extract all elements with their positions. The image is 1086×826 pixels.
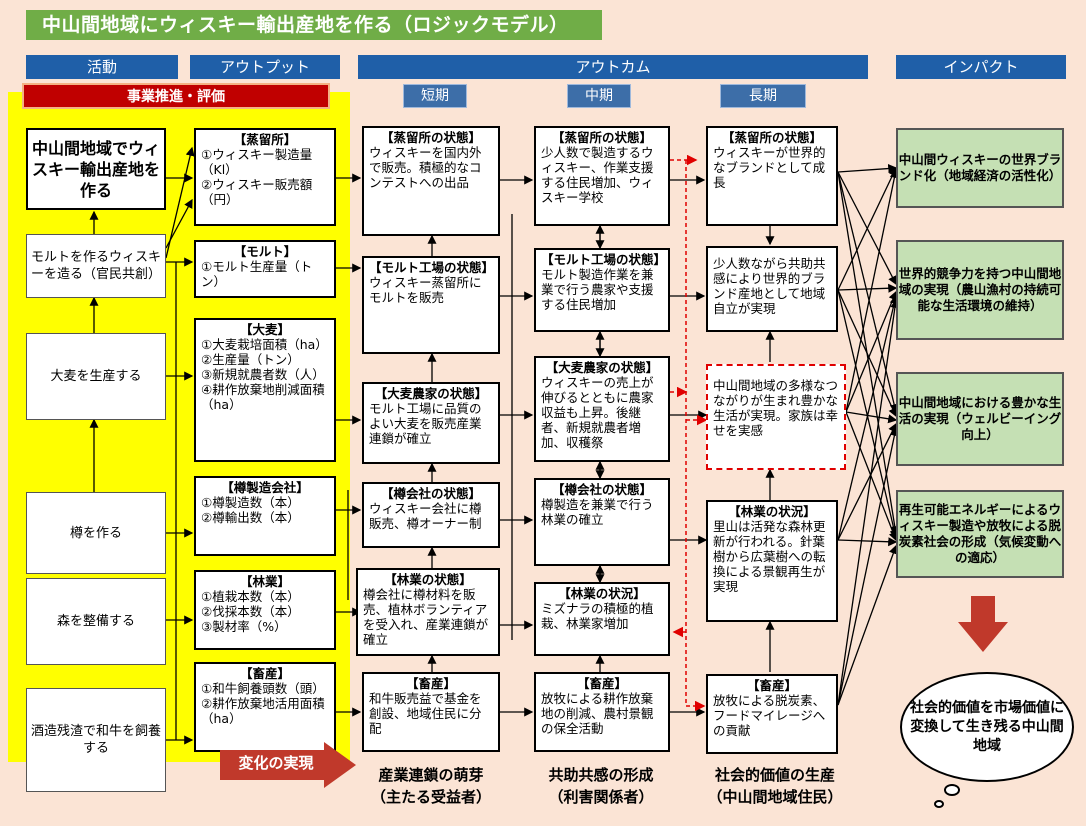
box-title: 【モルト工場の状態】 [541,252,667,267]
box-body: 放牧による耕作放棄地の削減、農村景観の保全活動 [541,691,654,736]
long-livestock: 【畜産】 放牧による脱炭素、フードマイレージへの貢献 [706,674,838,754]
output-body: ①モルト生産量（トン） [201,259,313,289]
box-title: 【樽会社の状態】 [551,482,652,497]
short-distillery: 【蒸留所の状態】 ウィスキーを国内外で販売。積極的なコンテストへの出品 [362,126,500,236]
mid-forestry: 【林業の状況】 ミズナラの積極的植栽、林業家増加 [534,582,670,656]
mid-barley-farmer: 【大麦農家の状態】 ウィスキーの売上が伸びるとともに農家収益も上昇。後継者、新規… [534,356,670,462]
promotion-banner: 事業推進・評価 [22,83,330,109]
header-outcome: アウトカム [358,55,868,79]
box-title: 【大麦農家の状態】 [374,386,488,401]
box-body: 樽会社に樽材料を販売、植林ボランティアを受入れ、産業連鎖が確立 [363,587,489,647]
output-forestry: 【林業】 ①植栽本数（本） ②伐採本数（本） ③製材率（%） [194,570,336,650]
box-body: ウィスキー蒸留所にモルトを販売 [369,275,482,305]
box-body: 樽製造を兼業で行う林業の確立 [541,497,654,527]
footer-short: 産業連鎖の萌芽 （主たる受益者） [370,766,491,806]
box-body: 中山間地域の多様なつながりが生まれ豊かな生活が実現。家族は幸せを実感 [713,378,839,438]
down-arrow-icon [958,596,1008,652]
output-title: 【モルト】 [233,244,297,259]
output-barrel: 【樽製造会社】 ①樽製造数（本） ②樽輸出数（本） [194,476,336,556]
mid-malt-factory: 【モルト工場の状態】 モルト製造作業を兼業で行う農家や支援する住民増加 [534,248,670,332]
box-title: 【林業の状況】 [728,504,816,519]
short-barrel-company: 【樽会社の状態】 ウィスキー会社に樽販売、樽オーナー制 [362,482,500,548]
box-title: 【畜産】 [746,678,797,693]
box-title: 【樽会社の状態】 [380,486,481,501]
subheader-short: 短期 [403,84,467,108]
header-activity: 活動 [26,55,178,79]
cloud-conclusion: 社会的価値を市場価値に変換して生き残る中山間地域 [900,672,1074,782]
output-body: ①植栽本数（本） ②伐採本数（本） ③製材率（%） [201,589,300,634]
output-title: 【蒸留所】 [233,132,297,147]
output-body: ①樽製造数（本） ②樽輸出数（本） [201,495,300,525]
box-body: ウィスキーの売上が伸びるとともに農家収益も上昇。後継者、新規就農者増加、収穫祭 [541,375,654,450]
output-body: ①大麦栽培面積（ha） ②生産量（トン） ③新規就農者数（人） ④耕作放棄地削減… [201,337,328,412]
change-arrow-icon [220,742,356,788]
impact-wellbeing: 中山間地域における豊かな生活の実現（ウェルビーイング向上） [896,372,1064,466]
header-output: アウトプット [190,55,340,79]
long-self-reliance: 少人数ながら共助共感により世界的ブランド産地として地域自立が実現 [706,246,838,332]
box-body: ミズナラの積極的植栽、林業家増加 [541,601,654,631]
box-body: 少人数ながら共助共感により世界的ブランド産地として地域自立が実現 [713,256,826,316]
box-title: 【蒸留所の状態】 [721,130,822,145]
box-title: 【蒸留所の状態】 [551,130,652,145]
mid-barrel-company: 【樽会社の状態】 樽製造を兼業で行う林業の確立 [534,478,670,566]
long-distillery: 【蒸留所の状態】 ウィスキーが世界的なブランドとして成長 [706,126,838,226]
cloud-bubble [934,800,944,808]
output-distillery: 【蒸留所】 ①ウィスキー製造量（Kl） ②ウィスキー販売額（円） [194,128,336,226]
box-body: ウィスキー会社に樽販売、樽オーナー制 [369,501,482,531]
box-body: 放牧による脱炭素、フードマイレージへの貢献 [713,693,826,738]
box-title: 【林業の状態】 [384,572,472,587]
box-body: 里山は活発な森林更新が行われる。針葉樹から広葉樹への転換による景観再生が実現 [713,519,826,594]
subheader-long: 長期 [720,84,806,108]
change-label: 変化の実現 [238,754,314,772]
cloud-bubble [944,784,960,796]
activity-malt-whisky: モルトを作るウィスキーを造る（官民共創） [26,234,166,298]
page-title: 中山間地域にウィスキー輸出産地を作る（ロジックモデル） [26,10,602,40]
activity-barrel: 樽を作る [26,492,166,574]
output-malt: 【モルト】 ①モルト生産量（トン） [194,240,336,298]
long-rich-life: 中山間地域の多様なつながりが生まれ豊かな生活が実現。家族は幸せを実感 [706,364,846,470]
output-body: ①和牛飼養頭数（頭） ②耕作放棄地活用面積（ha） [201,681,325,726]
output-title: 【大麦】 [239,322,290,337]
output-barley: 【大麦】 ①大麦栽培面積（ha） ②生産量（トン） ③新規就農者数（人） ④耕作… [194,318,336,462]
box-title: 【林業の状況】 [558,586,646,601]
box-title: 【畜産】 [405,676,456,691]
subheader-mid: 中期 [567,84,631,108]
box-title: 【蒸留所の状態】 [380,130,481,145]
output-title: 【畜産】 [239,666,290,681]
header-impact: インパクト [896,55,1066,79]
impact-world-brand: 中山間ウィスキーの世界ブランド化（地域経済の活性化） [896,128,1064,208]
short-malt-factory: 【モルト工場の状態】 ウィスキー蒸留所にモルトを販売 [362,256,500,354]
box-body: ウィスキーが世界的なブランドとして成長 [713,145,826,190]
output-livestock: 【畜産】 ①和牛飼養頭数（頭） ②耕作放棄地活用面積（ha） [194,662,336,752]
short-forestry: 【林業の状態】 樽会社に樽材料を販売、植林ボランティアを受入れ、産業連鎖が確立 [356,568,500,656]
impact-decarbonization: 再生可能エネルギーによるウィスキー製造や放牧による脱炭素社会の形成（気候変動への… [896,490,1064,578]
output-body: ①ウィスキー製造量（Kl） ②ウィスキー販売額（円） [201,147,313,207]
short-barley-farmer: 【大麦農家の状態】 モルト工場に品質のよい大麦を販売産業連鎖が確立 [362,382,500,464]
box-title: 【畜産】 [576,676,627,691]
mid-distillery: 【蒸留所の状態】 少人数で製造するウィスキー、作業支援する住民増加、ウィスキー学… [534,126,670,226]
activity-cattle: 酒造残渣で和牛を飼養する [26,688,166,792]
box-body: ウィスキーを国内外で販売。積極的なコンテストへの出品 [369,145,482,190]
footer-mid: 共助共感の形成 （利害関係者） [548,766,654,806]
activity-main: 中山間地域でウィスキー輸出産地を作る [26,128,166,210]
box-body: モルト製造作業を兼業で行う農家や支援する住民増加 [541,267,654,312]
box-body: 和牛販売益で基金を創設、地域住民に分配 [369,691,482,736]
output-title: 【林業】 [239,574,290,589]
mid-livestock: 【畜産】 放牧による耕作放棄地の削減、農村景観の保全活動 [534,672,670,752]
activity-barley: 大麦を生産する [26,333,166,420]
short-livestock: 【畜産】 和牛販売益で基金を創設、地域住民に分配 [362,672,500,752]
activity-forest: 森を整備する [26,578,166,665]
footer-long: 社会的価値の生産 （中山間地域住民） [707,766,843,806]
box-title: 【モルト工場の状態】 [369,260,495,275]
impact-competitiveness: 世界的競争力を持つ中山間地域の実現（農山漁村の持続可能な生活環境の維持） [896,240,1064,340]
long-forestry: 【林業の状況】 里山は活発な森林更新が行われる。針葉樹から広葉樹への転換による景… [706,500,838,622]
box-title: 【大麦農家の状態】 [545,360,659,375]
box-body: モルト工場に品質のよい大麦を販売産業連鎖が確立 [369,401,482,446]
output-title: 【樽製造会社】 [221,480,309,495]
box-body: 少人数で製造するウィスキー、作業支援する住民増加、ウィスキー学校 [541,145,654,205]
